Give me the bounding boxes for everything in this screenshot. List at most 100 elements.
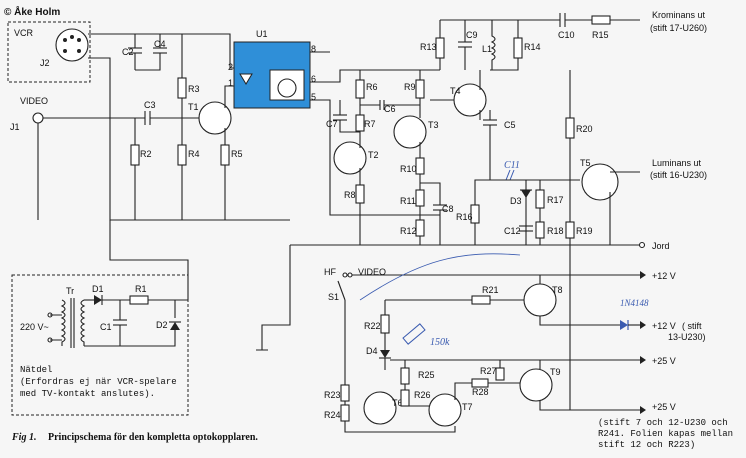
c5-label: C5 bbox=[504, 120, 516, 130]
t7-transistor-icon bbox=[428, 393, 462, 427]
r15-label: R15 bbox=[592, 30, 609, 40]
video-jack-icon bbox=[32, 112, 44, 124]
r20-label: R20 bbox=[576, 124, 593, 134]
r13-label: R13 bbox=[420, 42, 437, 52]
mains-label: 220 V~ bbox=[20, 322, 49, 332]
r6-label: R6 bbox=[366, 82, 378, 92]
luminans-label: Luminans ut bbox=[652, 158, 702, 168]
r22-label: R22 bbox=[364, 321, 381, 331]
switch-hf-label: HF bbox=[324, 267, 336, 277]
c7-label: C7 bbox=[326, 119, 338, 129]
u1-pin6: 6 bbox=[311, 74, 316, 84]
psu-box bbox=[11, 274, 189, 416]
figure-caption: Principschema för den kompletta optokopp… bbox=[48, 432, 258, 443]
r24-label: R24 bbox=[324, 410, 341, 420]
t1-transistor-icon bbox=[198, 101, 232, 135]
r28-label: R28 bbox=[472, 387, 489, 397]
rail2-label: +12 V bbox=[652, 321, 676, 331]
t9-transistor-icon bbox=[519, 368, 553, 402]
r4-label: R4 bbox=[188, 149, 200, 159]
r7-label: R7 bbox=[364, 119, 376, 129]
l1-label: L1 bbox=[482, 44, 492, 54]
footnote-line3: stift 12 och R223) bbox=[598, 440, 695, 450]
r8-label: R8 bbox=[344, 190, 356, 200]
t2-label: T2 bbox=[368, 150, 379, 160]
d2-label: D2 bbox=[156, 320, 168, 330]
r9-label: R9 bbox=[404, 82, 416, 92]
c1-label: C1 bbox=[100, 322, 112, 332]
t9-label: T9 bbox=[550, 367, 561, 377]
r23-label: R23 bbox=[324, 390, 341, 400]
luminans-detail: (stift 16-U230) bbox=[650, 170, 707, 180]
din-connector-icon bbox=[55, 28, 89, 62]
vcr-label: VCR bbox=[14, 28, 34, 38]
author-credit: © Åke Holm bbox=[4, 5, 60, 18]
r17-label: R17 bbox=[547, 195, 564, 205]
r14-label: R14 bbox=[524, 42, 541, 52]
t2-transistor-icon bbox=[333, 141, 367, 175]
r1-label: R1 bbox=[135, 284, 147, 294]
c10-label: C10 bbox=[558, 30, 575, 40]
u1-label: U1 bbox=[256, 29, 268, 39]
krominans-detail: (stift 17-U260) bbox=[650, 23, 707, 33]
c6-label: C6 bbox=[384, 104, 396, 114]
r10-label: R10 bbox=[400, 164, 417, 174]
tr-label: Tr bbox=[66, 286, 74, 296]
t8-label: T8 bbox=[552, 285, 563, 295]
r21-label: R21 bbox=[482, 285, 499, 295]
t3-label: T3 bbox=[428, 120, 439, 130]
psu-note-1: (Erfordras ej när VCR-spelare bbox=[20, 377, 177, 387]
r12-label: R12 bbox=[400, 226, 417, 236]
j2-label: J2 bbox=[40, 58, 50, 68]
c12-label: C12 bbox=[504, 226, 521, 236]
c8-label: C8 bbox=[442, 204, 454, 214]
rail2-detail2: 13-U230) bbox=[668, 332, 706, 342]
c3-label: C3 bbox=[144, 100, 156, 110]
s1-label: S1 bbox=[328, 292, 339, 302]
vcr-connector-box bbox=[7, 21, 91, 83]
psu-note-2: med TV-kontakt anslutes). bbox=[20, 389, 155, 399]
c11-handwritten: C11 bbox=[504, 160, 520, 171]
video-label: VIDEO bbox=[20, 96, 48, 106]
rail2-detail: ( stift bbox=[682, 321, 702, 331]
u1-pin2: 2 bbox=[228, 62, 233, 72]
rail3-label: +25 V bbox=[652, 356, 676, 366]
c2-label: C2 bbox=[122, 47, 134, 57]
t6-label: T6 bbox=[392, 398, 403, 408]
r-150k-handwritten: 150k bbox=[430, 337, 450, 348]
c4-label: C4 bbox=[154, 39, 166, 49]
r11-label: R11 bbox=[400, 196, 416, 206]
u1-pin5: 5 bbox=[311, 92, 316, 102]
t5-label: T5 bbox=[580, 158, 591, 168]
r25-label: R25 bbox=[418, 370, 435, 380]
footnote-line2: R241. Folien kapas mellan bbox=[598, 429, 733, 439]
r19-label: R19 bbox=[576, 226, 593, 236]
rail4-label: +25 V bbox=[652, 402, 676, 412]
d4-label: D4 bbox=[366, 346, 378, 356]
r18-label: R18 bbox=[547, 226, 564, 236]
r3-label: R3 bbox=[188, 84, 200, 94]
diode-handwritten: 1N4148 bbox=[620, 298, 649, 308]
r5-label: R5 bbox=[231, 149, 243, 159]
r2-label: R2 bbox=[140, 149, 152, 159]
u1-pin1: 1 bbox=[228, 78, 233, 88]
figure-number: Fig 1. bbox=[11, 432, 36, 443]
t4-label: T4 bbox=[450, 86, 461, 96]
d1-label: D1 bbox=[92, 284, 104, 294]
rail1-label: +12 V bbox=[652, 271, 676, 281]
krominans-label: Krominans ut bbox=[652, 10, 706, 20]
t1-label: T1 bbox=[188, 102, 199, 112]
j1-label: J1 bbox=[10, 122, 20, 132]
r27-label: R27 bbox=[480, 366, 497, 376]
footnote-line1: (stift 7 och 12-U230 och bbox=[598, 418, 728, 428]
t6-transistor-icon bbox=[363, 391, 397, 425]
r16-label: R16 bbox=[456, 212, 473, 222]
psu-title: Nätdel bbox=[20, 365, 52, 375]
jord-label: Jord bbox=[652, 241, 670, 251]
u1-pin8: 8 bbox=[311, 44, 316, 54]
t5-transistor-icon bbox=[581, 163, 619, 201]
d3-label: D3 bbox=[510, 196, 522, 206]
t7-label: T7 bbox=[462, 402, 473, 412]
switch-video-label: VIDEO bbox=[358, 267, 386, 277]
